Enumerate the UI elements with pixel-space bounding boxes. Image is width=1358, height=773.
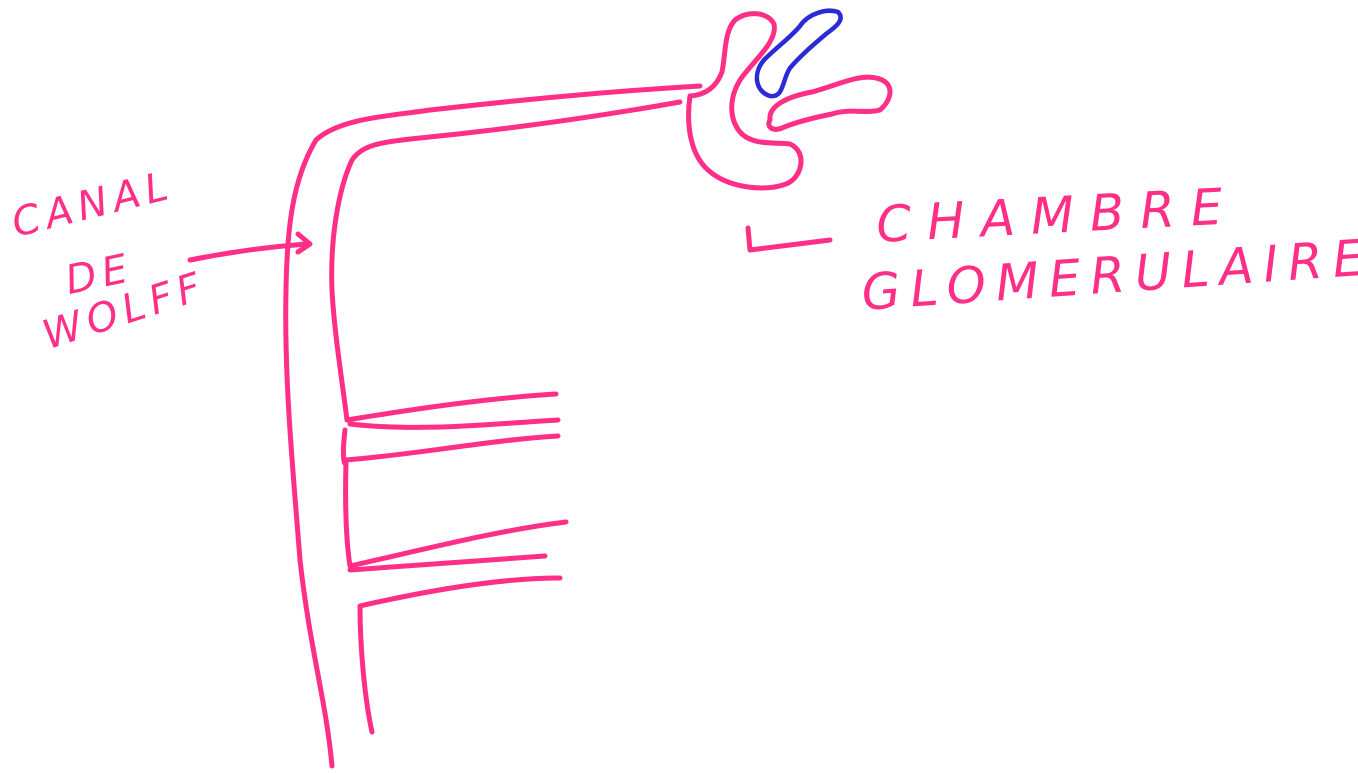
duct-inner-wall bbox=[329, 99, 683, 423]
glomerulus-capillary bbox=[754, 8, 843, 99]
tubule-2 bbox=[340, 427, 569, 569]
glomerular-chamber-cup bbox=[686, 11, 804, 191]
tubule-3 bbox=[347, 553, 563, 735]
duct-outer-wall bbox=[283, 83, 703, 769]
arrow-canal-de-wolff bbox=[187, 231, 313, 263]
label-bracket bbox=[745, 225, 833, 253]
chamber-tongue bbox=[766, 74, 893, 132]
tubule-1 bbox=[344, 391, 561, 430]
